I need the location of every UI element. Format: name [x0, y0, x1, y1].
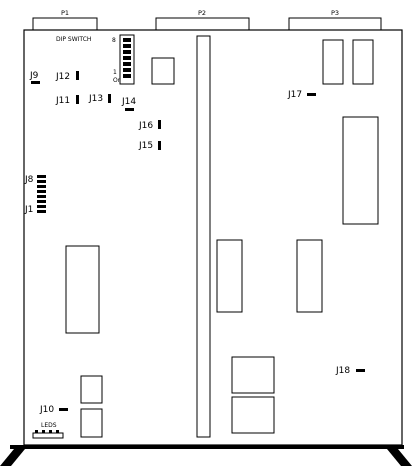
jumper-j13-label: J13 [88, 94, 103, 104]
chip-bottom-lower [231, 396, 275, 434]
chip-bottom-upper [231, 356, 275, 394]
jumper-j10: J10 [39, 405, 68, 415]
connector-p3: P3 [288, 9, 382, 31]
jumper-j11-label: J11 [55, 96, 70, 106]
chip-large-left [65, 245, 100, 334]
chip-bottom-left-lower [80, 408, 103, 438]
jumper-j8: J8 [24, 175, 46, 213]
connector-p2-label: P2 [198, 9, 206, 17]
jumper-j12-label: J12 [55, 72, 70, 82]
leds-label: LEDS [41, 422, 57, 429]
chip-top-right-b [352, 39, 374, 85]
chip-middle-a [216, 239, 243, 313]
jumper-j16: J16 [138, 120, 161, 131]
dip-switch-pos-1: 1 [113, 69, 117, 76]
jumper-j1-label: J1 [24, 205, 33, 215]
jumper-j1: J1 [24, 205, 33, 215]
dip-switch-on-label: On [113, 77, 122, 84]
jumper-j16-label: J16 [138, 121, 153, 131]
chip-bottom-left-upper [80, 375, 103, 404]
jumper-j12: J12 [55, 71, 79, 82]
jumper-j18-label: J18 [335, 366, 350, 376]
jumper-j14-label: J14 [121, 97, 136, 107]
bus-connector [196, 35, 211, 438]
jumper-j15: J15 [138, 141, 161, 151]
chip-middle-b [296, 239, 323, 313]
jumper-j13: J13 [88, 94, 111, 104]
jumper-j17-label: J17 [287, 90, 302, 100]
board-base [0, 445, 412, 466]
jumper-j11: J11 [55, 95, 79, 106]
jumper-j10-label: J10 [39, 405, 54, 415]
leds: LEDS [32, 422, 64, 439]
connector-p3-label: P3 [331, 9, 339, 17]
connector-p2: P2 [155, 9, 250, 31]
jumper-j14: J14 [121, 97, 136, 111]
dip-switch-pos-8: 8 [112, 37, 116, 44]
chip-small-square [151, 57, 175, 85]
jumper-j15-label: J15 [138, 141, 153, 151]
jumper-j9: J9 [29, 71, 40, 84]
dip-switch-label: DIP SWITCH [56, 36, 91, 43]
dip-switch: DIP SWITCH 8 1 On [56, 34, 135, 85]
chip-top-right-a [322, 39, 344, 85]
connector-p1-label: P1 [61, 9, 69, 17]
chip-large-right [342, 116, 379, 225]
jumper-j18: J18 [335, 366, 365, 376]
connector-p1: P1 [32, 9, 98, 31]
jumper-j9-label: J9 [29, 71, 39, 81]
jumper-j8-label: J8 [24, 175, 34, 185]
jumper-j17: J17 [287, 90, 316, 100]
